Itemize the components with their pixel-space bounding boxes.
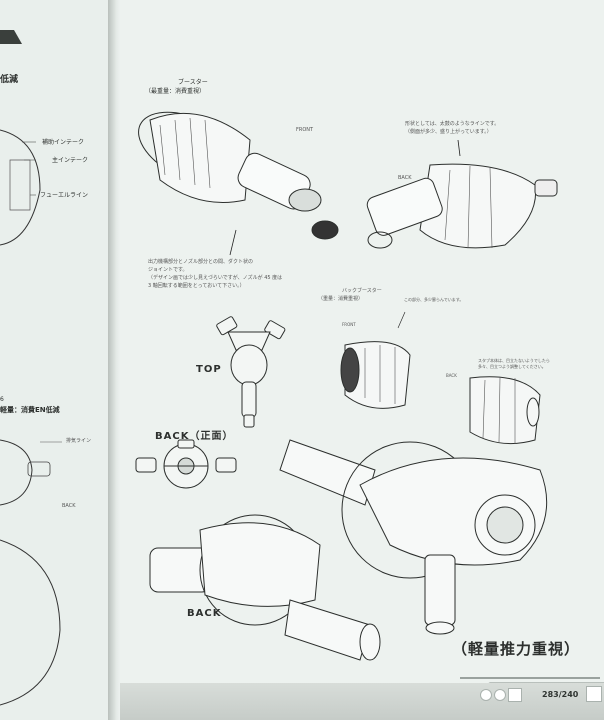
header-tab-shape <box>0 30 22 44</box>
top-view-drawing <box>216 316 286 428</box>
exhaust-line-label: 排気ライン <box>66 438 92 444</box>
left-section-number: 6 <box>0 396 4 403</box>
joint-note-line3: （デザイン画では少し見えづらいですが、ノズルが 45 度は <box>148 275 283 281</box>
booster-title: ブースター <box>178 79 208 86</box>
left-page <box>0 0 112 720</box>
front-label: FRONT <box>296 127 314 133</box>
booster-front-drawing <box>138 111 339 240</box>
back-booster-title: バックブースター <box>342 288 382 294</box>
bottom-left-assembly-drawing <box>149 514 381 661</box>
page-number: 283/240 <box>542 690 579 699</box>
back-booster-note: この部分、多少膨らんでいます。 <box>404 297 464 302</box>
small-front-label: FRONT <box>342 322 356 327</box>
left-engine-sketch-bottom <box>0 539 61 706</box>
small-side-note-line1: スタブ本体は、目立たないようでしたら <box>478 358 550 363</box>
footer-corner-icon <box>586 686 602 702</box>
small-side-note-line2: 多々、目立つよう調整してください。 <box>478 364 546 369</box>
back-label: BACK <box>398 175 412 181</box>
footer-square-icon <box>508 688 522 702</box>
back-front-view-drawing <box>135 439 237 489</box>
left-engine-sketch-top <box>0 129 41 246</box>
callout-main-intake: 主インテーク <box>52 157 89 164</box>
callout-sub-intake: 補助インテーク <box>42 139 85 146</box>
footer-bar <box>120 683 604 720</box>
book-gutter <box>108 0 122 720</box>
joint-note-line4: 3 軸回転する範囲をとっておいて下さい。） <box>148 283 245 289</box>
left-heading-fragment: 低減 <box>0 75 19 85</box>
small-back-booster-front-drawing <box>340 341 411 409</box>
booster-subtitle: （最重量：消費重視） <box>145 88 206 95</box>
shape-note-line2: （側面が多少、盛り上がっています。） <box>405 129 492 135</box>
booster-back-drawing <box>366 163 558 249</box>
large-assembly-drawing <box>279 439 548 635</box>
shape-note-line1: 形状としては、太鼓のようなラインです。 <box>405 121 500 127</box>
footer-dot-icon-2 <box>494 689 506 701</box>
left-engine-detail <box>9 159 31 211</box>
bottom-back-label: BACK <box>187 608 222 619</box>
top-view-label: TOP <box>196 364 222 375</box>
left-back-label: BACK <box>62 503 76 509</box>
left-engine-sketch-middle <box>0 439 33 506</box>
joint-note-line1: 出力機構部分とノズル部分との間、ダクト状の <box>148 259 253 265</box>
left-section-title: 軽量：消費EN低減 <box>0 406 60 414</box>
category-label: （軽量推力重視） <box>452 640 581 658</box>
footer-dot-icon-1 <box>480 689 492 701</box>
back-front-view-label: BACK（正面） <box>155 431 234 442</box>
small-back-label: BACK <box>446 373 457 378</box>
back-booster-subtitle: （重量：消費重視） <box>318 296 364 302</box>
small-back-booster-back-drawing <box>469 376 541 445</box>
joint-note-line2: ジョイントです。 <box>148 267 188 273</box>
callout-fuel-line: フューエルライン <box>40 192 89 199</box>
